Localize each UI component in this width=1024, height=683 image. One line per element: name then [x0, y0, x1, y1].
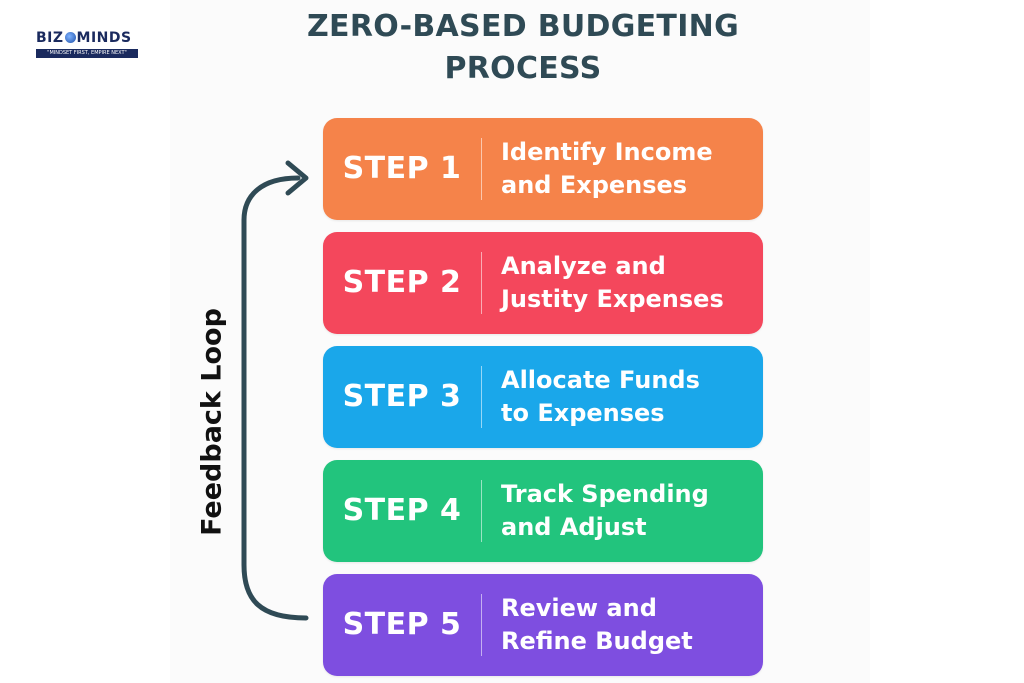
- step-2-card: STEP 2 Analyze and Justity Expenses: [323, 232, 763, 334]
- step-3-line-2: to Expenses: [501, 399, 665, 427]
- step-3-divider: [481, 366, 482, 428]
- step-4-label: STEP 4: [342, 493, 462, 528]
- background-panel: [170, 0, 870, 683]
- step-1-line-1: Identify Income: [501, 138, 713, 166]
- step-1-card: STEP 1 Identify Income and Expenses: [323, 118, 763, 220]
- logo-word-left: BIZ: [36, 30, 64, 46]
- feedback-loop-curve: [241, 175, 309, 621]
- step-4-line-1: Track Spending: [501, 480, 709, 508]
- step-5-label: STEP 5: [342, 607, 462, 642]
- step-2-label: STEP 2: [342, 265, 462, 300]
- title-line-2: PROCESS: [444, 51, 602, 86]
- title-line-1: ZERO-BASED BUDGETING: [307, 9, 739, 44]
- step-2-divider: [481, 252, 482, 314]
- step-5-line-2: Refine Budget: [501, 627, 693, 655]
- step-4-card: STEP 4 Track Spending and Adjust: [323, 460, 763, 562]
- page-title: ZERO-BASED BUDGETING PROCESS: [250, 6, 796, 90]
- step-5-divider: [481, 594, 482, 656]
- step-3-description: Allocate Funds to Expenses: [501, 364, 756, 430]
- step-3-label: STEP 3: [342, 379, 462, 414]
- logo-word-right: MINDS: [76, 30, 132, 46]
- arrow-head-icon: [285, 160, 309, 196]
- logo-tagline: "MINDSET FIRST, EMPIRE NEXT": [36, 49, 138, 58]
- bizminds-logo: BIZ MINDS "MINDSET FIRST, EMPIRE NEXT": [36, 30, 138, 62]
- step-1-description: Identify Income and Expenses: [501, 136, 756, 202]
- step-1-divider: [481, 138, 482, 200]
- logo-wordmark: BIZ MINDS: [36, 30, 138, 46]
- feedback-loop-label: Feedback Loop: [196, 308, 228, 536]
- step-2-line-2: Justity Expenses: [501, 285, 724, 313]
- step-2-line-1: Analyze and: [501, 252, 666, 280]
- step-3-card: STEP 3 Allocate Funds to Expenses: [323, 346, 763, 448]
- step-5-description: Review and Refine Budget: [501, 592, 756, 658]
- step-4-line-2: and Adjust: [501, 513, 647, 541]
- step-4-divider: [481, 480, 482, 542]
- step-5-card: STEP 5 Review and Refine Budget: [323, 574, 763, 676]
- step-3-line-1: Allocate Funds: [501, 366, 700, 394]
- globe-icon: [64, 32, 76, 43]
- step-1-label: STEP 1: [342, 151, 462, 186]
- step-2-description: Analyze and Justity Expenses: [501, 250, 756, 316]
- step-5-line-1: Review and: [501, 594, 657, 622]
- step-4-description: Track Spending and Adjust: [501, 478, 756, 544]
- step-1-line-2: and Expenses: [501, 171, 688, 199]
